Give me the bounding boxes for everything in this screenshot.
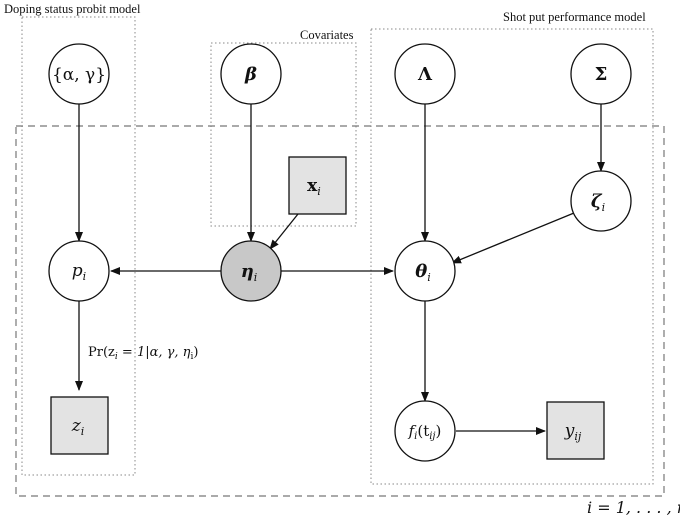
- svg-text:θi: θi: [415, 261, 431, 284]
- svg-text:yij: yij: [564, 421, 582, 443]
- svg-text:Σ: Σ: [595, 64, 608, 85]
- svg-text:zi: zi: [71, 416, 85, 438]
- svg-text:β: β: [244, 64, 257, 85]
- svg-text:{α, γ}: {α, γ}: [52, 65, 106, 85]
- svg-text:Λ: Λ: [417, 64, 433, 85]
- node-theta-i: θi: [394, 240, 456, 302]
- edge-p-to-z-label: Pr(zi = 1|α, γ, ηi): [88, 345, 198, 362]
- node-eta-i: ηi: [220, 240, 282, 302]
- node-x-i: xi: [288, 156, 347, 215]
- svg-text:ζi: ζi: [591, 191, 605, 214]
- shot-put-model-label: Shot put performance model: [503, 10, 646, 24]
- svg-text:fi(tij): fi(tij): [408, 422, 442, 442]
- edge-zeta-to-theta: [451, 212, 575, 264]
- node-alpha-gamma: {α, γ}: [48, 43, 110, 105]
- plate-label: i = 1, . . . , n: [587, 498, 680, 517]
- node-p-i: pi: [48, 240, 110, 302]
- node-f-i: fi(tij): [394, 400, 456, 462]
- covariates-label: Covariates: [300, 28, 354, 42]
- node-zeta-i: ζi: [570, 170, 632, 232]
- node-sigma: Σ: [570, 43, 632, 105]
- svg-text:ηi: ηi: [241, 261, 258, 284]
- doping-model-label: Doping status probit model: [4, 2, 141, 16]
- node-y-ij: yij: [546, 401, 605, 460]
- edge-x-to-eta: [269, 213, 299, 250]
- node-lambda: Λ: [394, 43, 456, 105]
- node-beta: β: [220, 43, 282, 105]
- shot-put-model-box: [370, 28, 654, 485]
- doping-model-box: [21, 16, 136, 476]
- node-z-i: zi: [50, 396, 109, 455]
- plate-box: [15, 125, 665, 497]
- covariates-box: [210, 42, 357, 227]
- svg-text:xi: xi: [307, 176, 321, 198]
- svg-text:pi: pi: [72, 261, 86, 283]
